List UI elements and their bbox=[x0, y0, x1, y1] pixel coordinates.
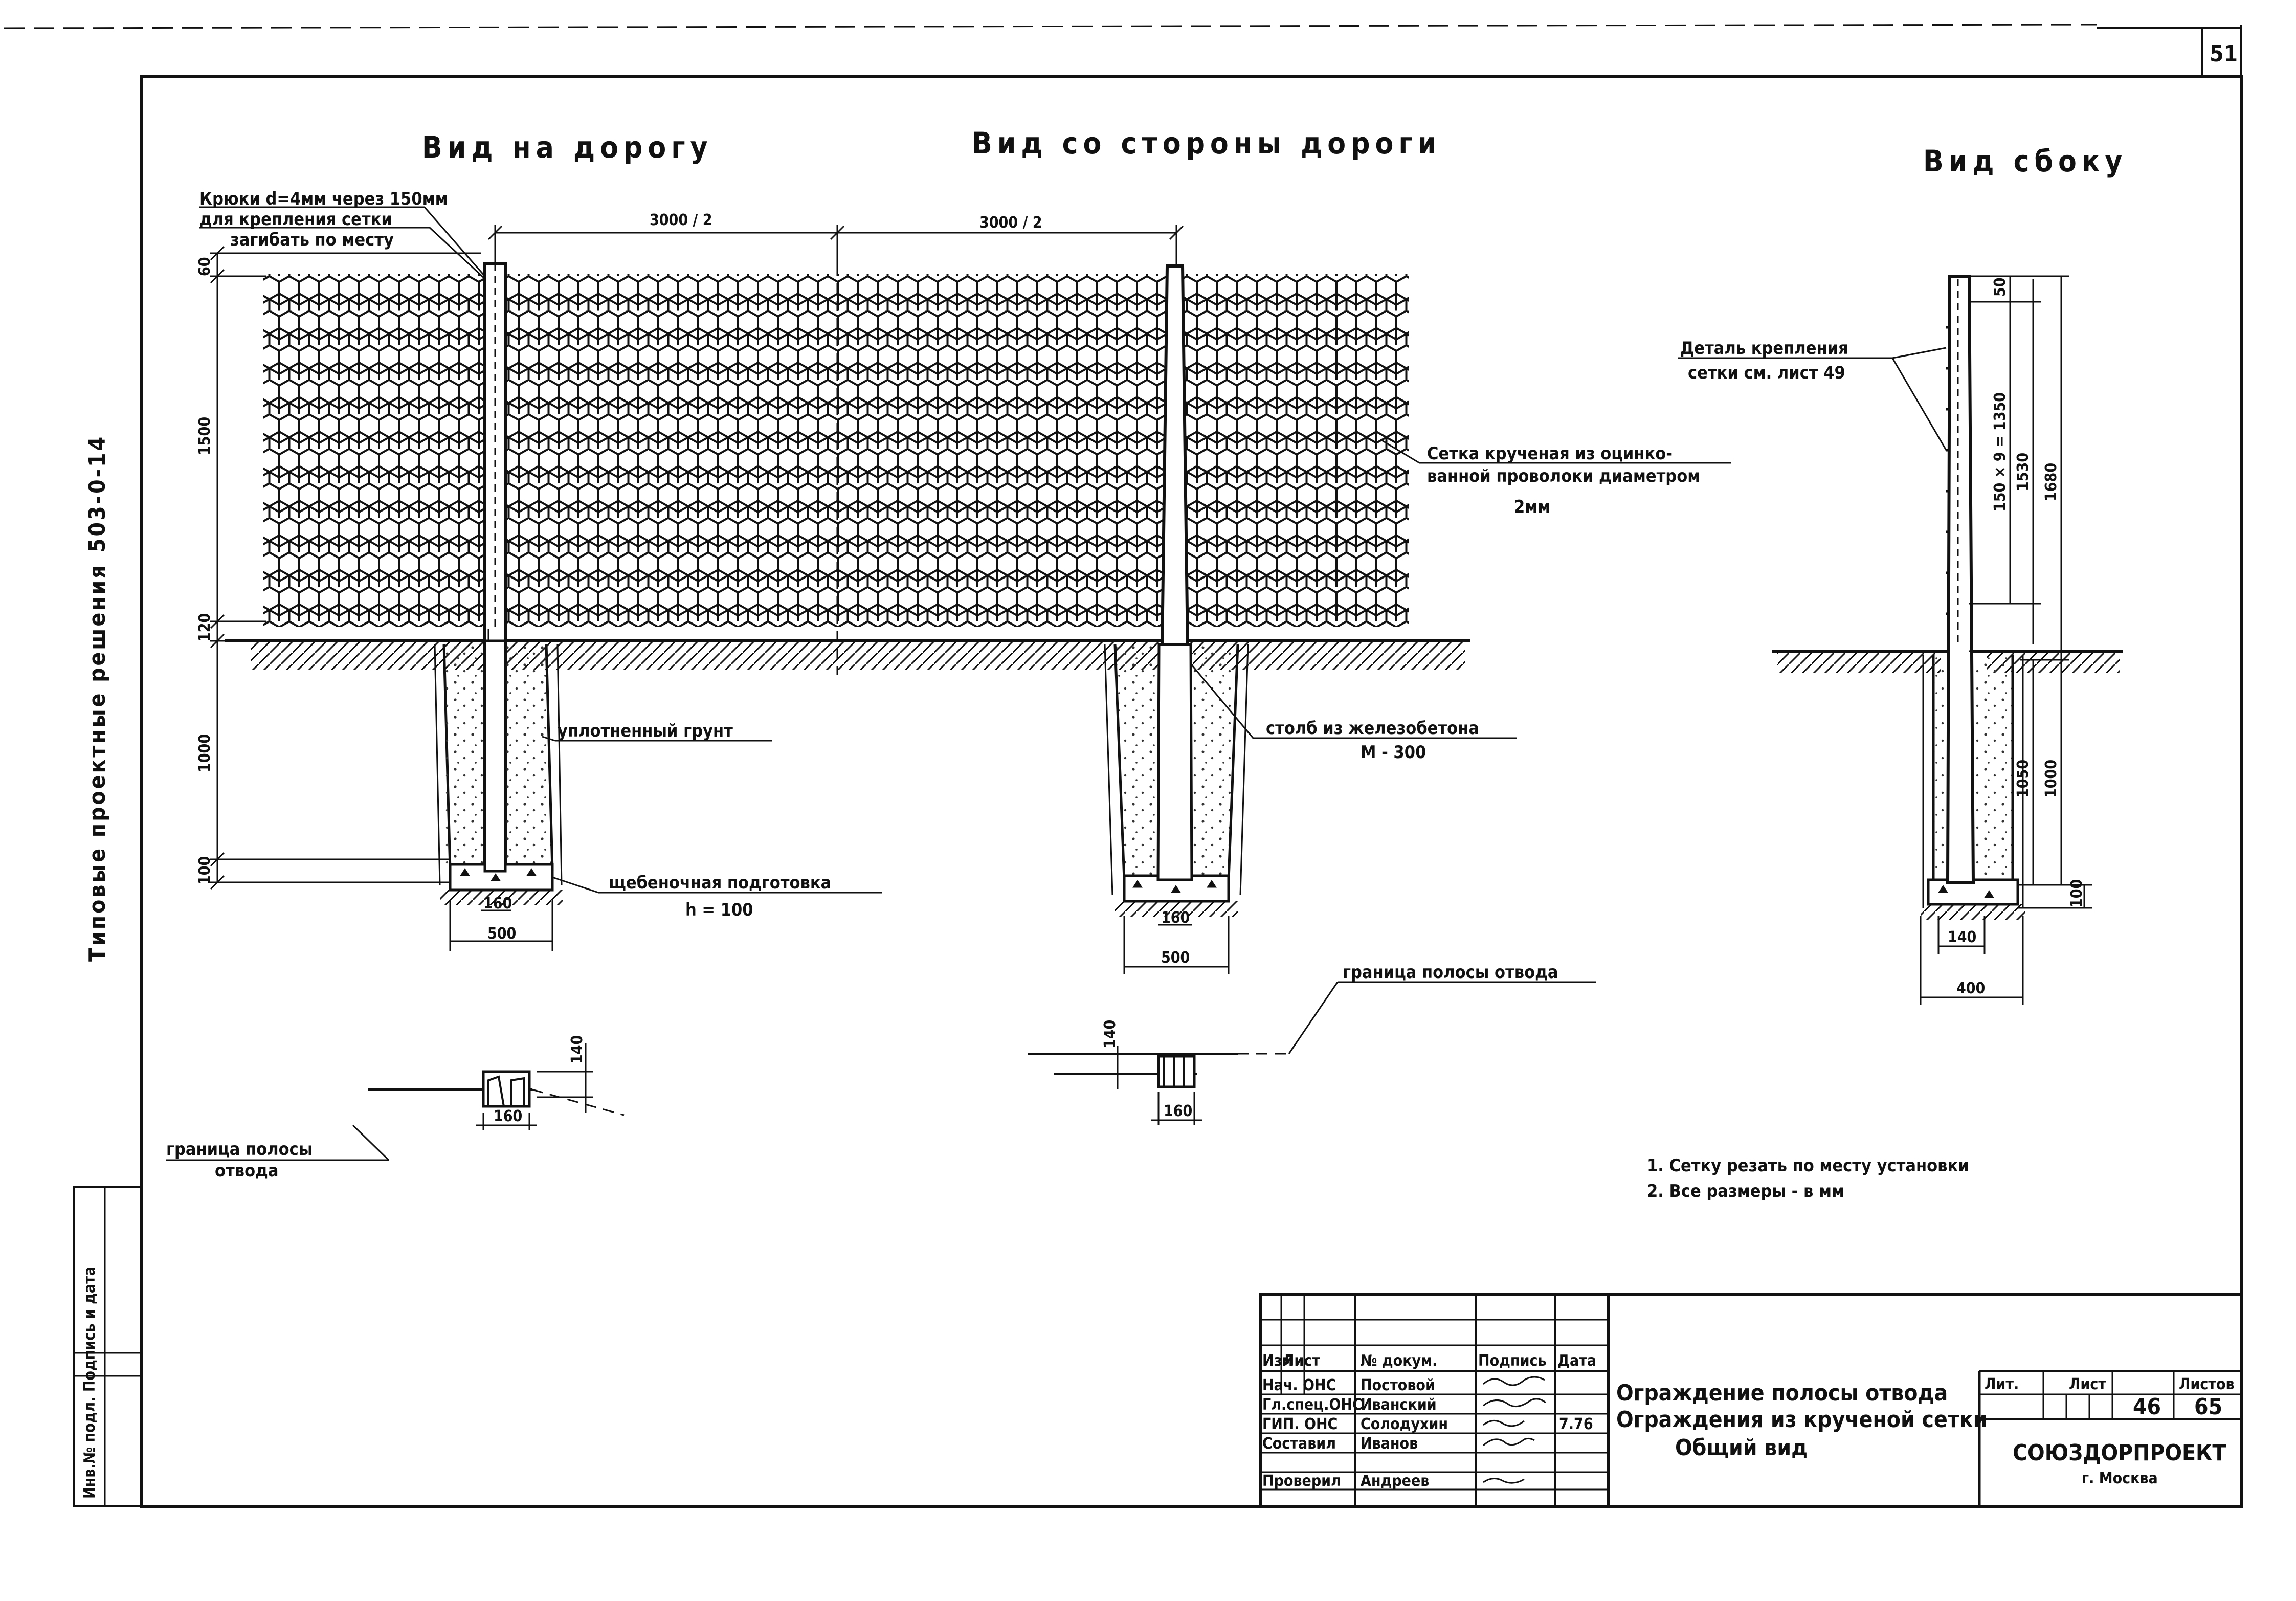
tb-org-2: г. Москва bbox=[2082, 1470, 2158, 1487]
ground-hatch bbox=[251, 642, 1465, 670]
side-dim-embed-1: 1050 bbox=[2014, 760, 2032, 798]
title-side-view: Вид сбоку bbox=[1923, 144, 2127, 179]
sheet-frame bbox=[4, 24, 2243, 1508]
plan-right-offset: 140 bbox=[1101, 1020, 1119, 1049]
note-soil: уплотненный грунт bbox=[558, 721, 733, 741]
side-view bbox=[1772, 275, 2123, 920]
note-2: 2. Все размеры - в мм bbox=[1647, 1181, 1844, 1202]
front-elevation bbox=[225, 262, 1470, 917]
note-mesh-2: ванной проволоки диаметром bbox=[1427, 466, 1700, 486]
tb-hdr-date: Дата bbox=[1557, 1352, 1596, 1370]
tb-name-5: Андреев bbox=[1361, 1472, 1429, 1490]
tb-title-2: Ограждения из крученой сетки bbox=[1616, 1407, 1987, 1433]
tb-name-4: Иванов bbox=[1361, 1435, 1418, 1453]
tb-sheet-no: 46 bbox=[2133, 1394, 2161, 1420]
dim-post-width-right: 160 bbox=[1161, 909, 1190, 927]
note-hooks-2: для крепления сетки bbox=[199, 209, 392, 230]
tb-hdr-change: Изм bbox=[1262, 1352, 1293, 1370]
dim-ground-gap: 120 bbox=[196, 613, 214, 642]
title-road-view: Вид на дорогу bbox=[422, 130, 713, 165]
tb-name-3: Солодухин bbox=[1361, 1415, 1448, 1433]
front-dimensions bbox=[210, 225, 1230, 974]
left-post-embed bbox=[483, 639, 507, 873]
side-dim-gravel: 100 bbox=[2068, 879, 2086, 908]
border-labels: граница полосы отвода граница полосы отв… bbox=[166, 962, 1558, 1181]
dim-post-width-left: 160 bbox=[483, 895, 512, 913]
plan-left-width: 160 bbox=[494, 1107, 522, 1125]
dim-span-2: 3000 / 2 bbox=[979, 214, 1042, 232]
tb-role-2: Гл.спец.ОНС bbox=[1262, 1396, 1363, 1414]
front-annotation-texts: Крюки d=4мм через 150мм для крепления се… bbox=[199, 189, 1700, 920]
tb-title-3: Общий вид bbox=[1675, 1435, 1808, 1461]
side-post bbox=[1946, 275, 1975, 884]
side-dim-texts: 50 150 × 9 = 1350 1530 1680 1050 1000 10… bbox=[1948, 277, 2086, 997]
note-gravel-2: h = 100 bbox=[685, 900, 753, 920]
side-dim-pit: 400 bbox=[1956, 980, 1985, 997]
front-dim-texts: 3000 / 2 3000 / 2 60 1500 120 1000 100 1… bbox=[196, 211, 1190, 967]
plan-right bbox=[1028, 981, 1596, 1125]
general-notes: 1. Сетку резать по месту установки 2. Вс… bbox=[1647, 1155, 1969, 1202]
note-hooks-3: загибать по месту bbox=[230, 230, 394, 250]
border-right: граница полосы отвода bbox=[1343, 962, 1558, 983]
tb-title-1: Ограждение полосы отвода bbox=[1616, 1380, 1948, 1406]
series-title: Типовые проектные решения bbox=[84, 563, 110, 962]
tb-role-1: Нач. ОНС bbox=[1262, 1376, 1336, 1394]
tb-lit: Лит. bbox=[1985, 1375, 2019, 1393]
note-1: 1. Сетку резать по месту установки bbox=[1647, 1155, 1969, 1176]
tb-role-4: Составил bbox=[1262, 1435, 1336, 1453]
plan-right-width: 160 bbox=[1164, 1102, 1192, 1120]
front-leaders bbox=[199, 206, 1731, 894]
side-stamp: Инв.№ подл. Подпись и дата bbox=[81, 1266, 99, 1499]
tb-hdr-sheet: Лист bbox=[1283, 1352, 1320, 1370]
side-dim-post: 140 bbox=[1948, 928, 1976, 946]
title-block-texts: Изм Лист № докум. Подпись Дата Нач. ОНС … bbox=[1262, 1352, 2235, 1490]
mesh-panel bbox=[263, 274, 1409, 627]
note-gravel-1: щебеночная подготовка bbox=[609, 873, 831, 893]
dim-gravel-h: 100 bbox=[196, 856, 214, 885]
tb-org-1: СОЮЗДОРПРОЕКТ bbox=[2013, 1440, 2226, 1466]
side-dim-top: 50 bbox=[1991, 277, 2009, 297]
note-detail-1: Деталь крепления bbox=[1680, 338, 1848, 359]
note-detail-2: сетки см. лист 49 bbox=[1688, 363, 1845, 383]
plan-left-offset: 140 bbox=[568, 1035, 586, 1064]
dim-span-1: 3000 / 2 bbox=[650, 211, 712, 229]
title-block bbox=[1259, 1293, 2243, 1508]
tb-hdr-doc: № докум. bbox=[1361, 1352, 1437, 1370]
tb-sheets-label: Листов bbox=[2179, 1375, 2235, 1393]
tb-sign-date: 7.76 bbox=[1559, 1415, 1593, 1433]
note-post-1: столб из железобетона bbox=[1266, 718, 1479, 739]
tb-name-2: Иванский bbox=[1361, 1396, 1437, 1414]
dim-pit-width-2: 500 bbox=[1161, 949, 1190, 967]
note-post-2: М - 300 bbox=[1361, 742, 1426, 763]
tb-sheet-label: Лист bbox=[2069, 1375, 2106, 1393]
series-code: 503-0-14 bbox=[84, 435, 110, 552]
side-dim-hooks: 150 × 9 = 1350 bbox=[1991, 392, 2009, 512]
tb-role-3: ГИП. ОНС bbox=[1262, 1415, 1338, 1433]
side-ground-hatch-l bbox=[1777, 652, 1941, 673]
note-mesh-1: Сетка крученая из оцинко- bbox=[1427, 443, 1673, 464]
plan-left bbox=[368, 1043, 625, 1130]
title-from-road-view: Вид со стороны дороги bbox=[972, 126, 1441, 161]
side-dim-embed-2: 1000 bbox=[2042, 760, 2060, 798]
border-left-2: отвода bbox=[215, 1161, 278, 1181]
side-margin: 503-0-14 Типовые проектные решения Инв.№… bbox=[81, 435, 110, 1499]
tb-name-1: Постовой bbox=[1361, 1376, 1435, 1394]
side-dimensions bbox=[1920, 275, 2092, 1005]
page-number: 51 bbox=[2210, 41, 2238, 67]
tb-hdr-sign: Подпись bbox=[1478, 1352, 1547, 1370]
border-left-1: граница полосы bbox=[166, 1139, 313, 1160]
dim-top-offset: 60 bbox=[196, 257, 214, 276]
tb-sheets-total: 65 bbox=[2194, 1394, 2222, 1420]
side-dim-mesh: 1530 bbox=[2014, 453, 2032, 491]
side-dim-total: 1680 bbox=[2042, 463, 2060, 501]
note-hooks-1: Крюки d=4мм через 150мм bbox=[199, 189, 448, 209]
dim-embed-depth: 1000 bbox=[196, 734, 214, 772]
side-annotation: Деталь крепления сетки см. лист 49 bbox=[1678, 338, 1947, 451]
note-mesh-3: 2мм bbox=[1514, 497, 1550, 517]
tb-role-5: Проверил bbox=[1262, 1472, 1341, 1490]
dim-mesh-height: 1500 bbox=[196, 417, 214, 455]
dim-pit-width-1: 500 bbox=[487, 925, 516, 943]
